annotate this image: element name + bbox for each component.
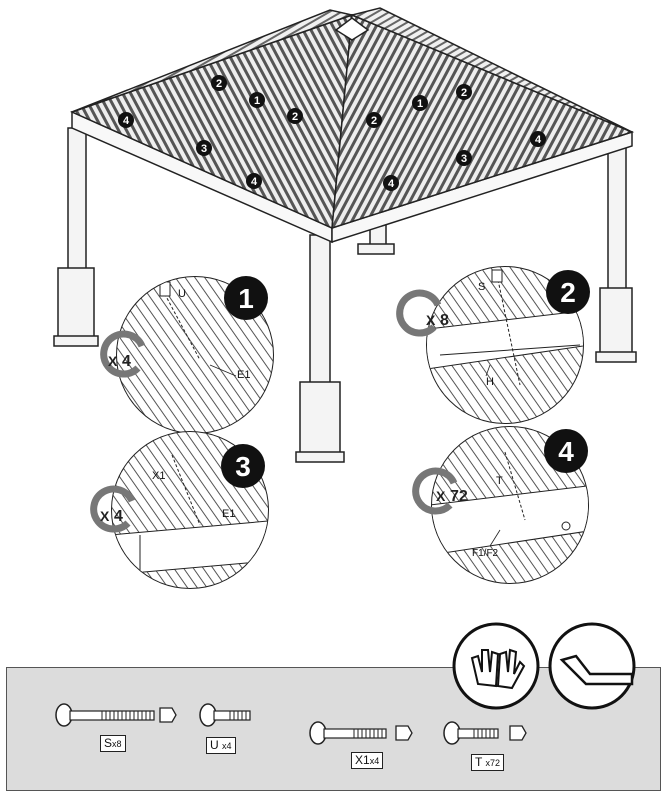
- part-label-x1: X1x4: [351, 752, 384, 769]
- bolt-u-illustration: [199, 703, 251, 727]
- roof-marker: 2: [211, 75, 227, 91]
- svg-text:T: T: [496, 475, 503, 487]
- roof-marker: 3: [456, 150, 472, 166]
- step-1-badge: 1: [224, 276, 268, 320]
- repeat-arrow-icon: [396, 289, 442, 337]
- svg-text:X1: X1: [152, 470, 165, 482]
- svg-text:3: 3: [235, 451, 251, 482]
- svg-text:4: 4: [535, 134, 542, 146]
- svg-text:3: 3: [201, 143, 207, 155]
- step-2-badge: 2: [546, 270, 590, 314]
- svg-text:U: U: [178, 288, 186, 300]
- bolt-x1-illustration: [309, 721, 413, 745]
- svg-text:4: 4: [251, 176, 258, 188]
- svg-text:8: 8: [440, 312, 449, 329]
- gazebo-roof: [69, 7, 635, 230]
- repeat-arrow-icon: [90, 485, 136, 533]
- roof-marker: 2: [456, 84, 472, 100]
- bolt-t-illustration: [443, 721, 527, 745]
- step-4-badge: 4: [544, 429, 588, 473]
- svg-text:2: 2: [216, 78, 222, 90]
- svg-text:1: 1: [417, 98, 423, 110]
- svg-text:X: X: [426, 312, 436, 328]
- roof-marker: 4: [383, 175, 399, 191]
- gazebo-posts: [53, 127, 637, 463]
- step-3-badge: 3: [221, 444, 265, 488]
- roof-markers: 2 1 2 2 1 2 4 3 3 4 4 4: [118, 75, 546, 191]
- roof-marker: 1: [412, 95, 428, 111]
- detail-step-2: S H 2 X 8: [396, 266, 590, 424]
- svg-text:X: X: [108, 353, 118, 369]
- repeat-arrow-icon: [100, 330, 146, 378]
- allen-key-icon: [548, 622, 636, 710]
- svg-text:3: 3: [461, 153, 467, 165]
- svg-text:X: X: [436, 488, 446, 504]
- svg-text:4: 4: [114, 508, 123, 525]
- roof-marker: 4: [246, 173, 262, 189]
- svg-text:E1: E1: [237, 369, 250, 381]
- detail-step-3: X1 E1 3 X 4: [90, 431, 269, 589]
- svg-text:F1/F2: F1/F2: [472, 548, 499, 559]
- bolt-s-illustration: [55, 703, 177, 727]
- svg-text:4: 4: [122, 353, 131, 370]
- detail-step-1: U E1 1 X 4: [100, 276, 274, 434]
- svg-text:2: 2: [461, 87, 467, 99]
- svg-text:2: 2: [560, 277, 576, 308]
- svg-text:E1: E1: [222, 508, 235, 520]
- part-label-t: T x72: [471, 754, 504, 771]
- svg-text:4: 4: [123, 115, 130, 127]
- svg-text:1: 1: [238, 283, 254, 314]
- roof-marker: 1: [249, 92, 265, 108]
- part-label-u: U x4: [206, 737, 236, 754]
- detail-step-4: T F1/F2 4 X 72: [412, 426, 589, 584]
- part-label-s: Sx8: [100, 735, 126, 752]
- repeat-arrow-icon: [412, 467, 458, 515]
- svg-text:2: 2: [371, 115, 377, 127]
- svg-text:4: 4: [558, 436, 574, 467]
- svg-text:X: X: [100, 508, 110, 524]
- svg-text:1: 1: [254, 95, 260, 107]
- roof-marker: 3: [196, 140, 212, 156]
- svg-text:4: 4: [388, 178, 395, 190]
- roof-marker: 2: [366, 112, 382, 128]
- roof-marker: 4: [530, 131, 546, 147]
- svg-text:H: H: [486, 376, 494, 388]
- svg-text:2: 2: [292, 111, 298, 123]
- roof-marker: 2: [287, 108, 303, 124]
- svg-text:S: S: [478, 281, 485, 293]
- roof-marker: 4: [118, 112, 134, 128]
- svg-text:72: 72: [450, 488, 468, 505]
- gloves-icon: [452, 622, 540, 710]
